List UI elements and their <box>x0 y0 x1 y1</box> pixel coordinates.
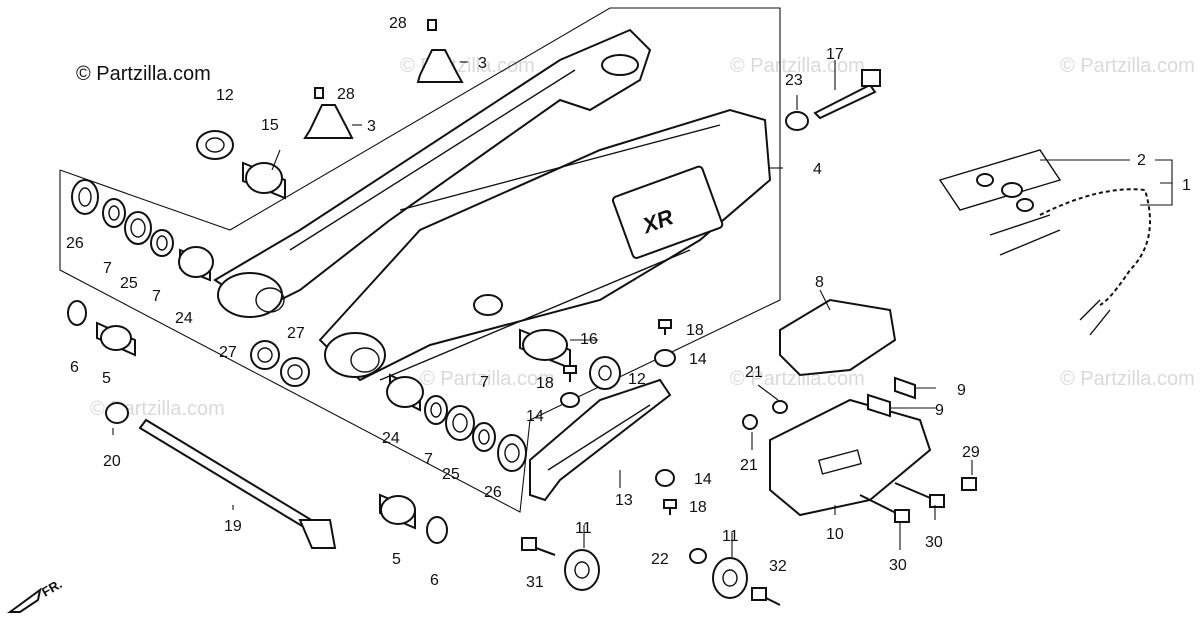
drive-chain <box>938 149 1151 336</box>
watermark-6: © Partzilla.com <box>730 368 865 390</box>
callout-24a: 24 <box>175 310 193 327</box>
leader-lines <box>112 60 1173 557</box>
callout-3a: 3 <box>478 55 487 72</box>
callout-30a: 30 <box>925 534 943 551</box>
front-label: FR. <box>39 576 65 599</box>
callout-7a: 7 <box>103 260 112 277</box>
callout-18c: 18 <box>689 499 707 516</box>
callout-14b: 14 <box>526 408 544 425</box>
watermark-2: © Partzilla.com <box>730 55 865 77</box>
swingarm-group-frame <box>59 7 781 421</box>
callout-16: 16 <box>580 331 598 348</box>
callout-5a: 5 <box>102 370 111 387</box>
callout-19: 19 <box>224 518 242 535</box>
callout-11b: 11 <box>722 528 739 545</box>
callout-7d: 7 <box>424 451 433 468</box>
pivot-group-frame <box>59 170 531 513</box>
callout-4: 4 <box>813 161 822 178</box>
callout-29: 29 <box>962 444 980 461</box>
callout-9b: 9 <box>935 402 944 419</box>
callout-23: 23 <box>785 72 803 89</box>
callout-25b: 25 <box>442 466 460 483</box>
guide-bolts <box>859 477 977 523</box>
front-direction-arrow: FR. <box>6 576 65 613</box>
adjuster-bolt <box>813 83 877 120</box>
callout-14c: 14 <box>694 471 712 488</box>
callout-2: 2 <box>1137 152 1146 169</box>
pivot-parts-right <box>379 328 571 544</box>
rollers-and-fasteners <box>521 319 781 606</box>
callout-12a: 12 <box>216 87 234 104</box>
adjuster-nut <box>785 111 809 131</box>
callouts: 1 2 3 3 4 5 5 6 6 7 7 7 7 8 9 9 10 11 11… <box>66 15 1191 591</box>
callout-31: 31 <box>526 574 544 591</box>
callout-26b: 26 <box>484 484 502 501</box>
callout-14a: 14 <box>689 351 707 368</box>
callout-28a: 28 <box>389 15 407 32</box>
hose-clamp-lower <box>303 104 354 139</box>
callout-28b: 28 <box>337 86 355 103</box>
callout-11a: 11 <box>575 520 592 537</box>
pivot-parts-left <box>67 130 310 424</box>
callout-12b: 12 <box>628 371 646 388</box>
callout-6a: 6 <box>70 359 79 376</box>
hose-clamp-upper <box>416 49 464 83</box>
callout-20: 20 <box>103 453 121 470</box>
callout-6b: 6 <box>430 572 439 589</box>
callout-13: 13 <box>615 492 633 509</box>
chain-guide <box>769 398 932 517</box>
callout-3b: 3 <box>367 118 376 135</box>
callout-5b: 5 <box>392 551 401 568</box>
callout-27a: 27 <box>219 344 237 361</box>
callout-15: 15 <box>261 117 279 134</box>
watermark-3: © Partzilla.com <box>1060 55 1195 77</box>
callout-30b: 30 <box>889 557 907 574</box>
swingarm: XR <box>213 28 772 382</box>
callout-7b: 7 <box>152 288 161 305</box>
pivot-bolt <box>138 418 337 549</box>
callout-17: 17 <box>826 46 844 63</box>
callout-21b: 21 <box>740 457 758 474</box>
callout-27b: 27 <box>287 325 305 342</box>
callout-8: 8 <box>815 274 824 291</box>
callout-18a: 18 <box>686 322 704 339</box>
callout-21a: 21 <box>745 364 763 381</box>
callout-7c: 7 <box>480 374 489 391</box>
callout-22: 22 <box>651 551 669 568</box>
callout-24b: 24 <box>382 430 400 447</box>
copyright-notice: © Partzilla.com <box>76 63 211 85</box>
watermark-5: © Partzilla.com <box>420 368 555 390</box>
callout-25a: 25 <box>120 275 138 292</box>
callout-9a: 9 <box>957 382 966 399</box>
callout-1: 1 <box>1182 177 1191 194</box>
chain-slider <box>529 378 672 502</box>
callout-26a: 26 <box>66 235 84 252</box>
guide-block <box>779 298 897 377</box>
watermark-7: © Partzilla.com <box>1060 368 1195 390</box>
callout-18b: 18 <box>536 375 554 392</box>
callout-32: 32 <box>769 558 787 575</box>
callout-10: 10 <box>826 526 844 543</box>
